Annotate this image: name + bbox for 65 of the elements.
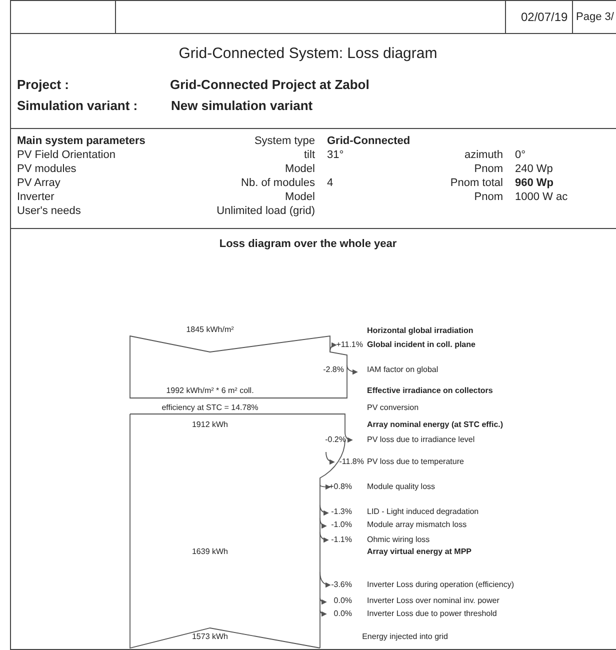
field-label: Pnom <box>474 192 503 203</box>
step-label: Energy injected into grid <box>362 633 448 641</box>
step-label: Ohmic wiring loss <box>367 536 430 544</box>
field-label: azimuth <box>464 150 503 161</box>
step-label: Inverter Loss due to power threshold <box>367 610 497 618</box>
loss-percent: 0.0% <box>334 597 352 605</box>
field-label: Nb. of modules <box>241 178 315 189</box>
step-label: Module quality loss <box>367 483 436 491</box>
field-label: Pnom total <box>450 178 503 189</box>
field-value: Grid-Connected Project at Zabol <box>170 78 370 91</box>
field-value: 960 Wp <box>515 178 554 189</box>
loss-percent: -1.1% <box>331 536 352 544</box>
field-value: Unlimited load (grid) <box>216 206 315 217</box>
step-label: LID - Light induced degradation <box>367 508 479 516</box>
date-text: 02/07/19 <box>521 11 568 23</box>
field-label: Model <box>285 192 315 203</box>
field-label: System type <box>254 136 315 147</box>
field-value: 0° <box>515 150 526 161</box>
field-label: Simulation variant : <box>17 99 138 112</box>
energy-value: 1912 kWh <box>192 421 228 429</box>
step-label: Array nominal energy (at STC effic.) <box>367 421 504 429</box>
field-value: Grid-Connected <box>327 136 410 147</box>
step-label: Inverter Loss during operation (efficiency) <box>367 581 514 589</box>
loss-percent: +11.1% <box>336 341 363 349</box>
step-label: Module array mismatch loss <box>367 521 467 529</box>
row-label: PV Array <box>17 178 60 189</box>
row-label: PV modules <box>17 164 76 175</box>
efficiency-value: efficiency at STC = 14.78% <box>162 404 258 412</box>
row-label: User's needs <box>17 206 81 217</box>
loss-percent: -0.2% <box>325 436 346 444</box>
loss-percent: -1.3% <box>331 508 352 516</box>
step-label: Horizontal global irradiation <box>367 327 474 335</box>
energy-value: 1639 kWh <box>192 548 228 556</box>
field-label: Project : <box>17 78 70 91</box>
field-value: 4 <box>327 178 334 189</box>
loss-percent: -2.8% <box>323 366 344 374</box>
step-label: Global incident in coll. plane <box>367 341 476 349</box>
loss-percent: -3.6% <box>331 581 352 589</box>
energy-value: 1992 kWh/m² * 6 m² coll. <box>166 387 254 395</box>
field-label: Model <box>285 164 315 175</box>
field-value: 1000 W ac <box>515 192 568 203</box>
row-label: Inverter <box>17 192 54 203</box>
section-heading: Main system parameters <box>17 136 146 147</box>
step-label: Inverter Loss over nominal inv. power <box>367 597 500 605</box>
row-label: PV Field Orientation <box>17 150 116 161</box>
page-number: Page 3/ <box>576 12 614 23</box>
field-label: Pnom <box>474 164 503 175</box>
loss-percent: -1.0% <box>331 521 352 529</box>
field-value: 31° <box>327 150 344 161</box>
loss-percent: +0.8% <box>329 483 352 491</box>
energy-value: 1845 kWh/m² <box>186 326 234 334</box>
loss-percent: 0.0% <box>334 610 352 618</box>
step-label: PV loss due to temperature <box>367 458 464 466</box>
step-label: PV conversion <box>367 404 419 412</box>
field-value: New simulation variant <box>171 99 313 112</box>
step-label: PV loss due to irradiance level <box>367 436 475 444</box>
energy-value: 1573 kWh <box>192 633 228 641</box>
field-label: tilt <box>304 150 315 161</box>
step-label: Array virtual energy at MPP <box>367 548 472 556</box>
step-label: IAM factor on global <box>367 366 438 374</box>
page-title: Grid-Connected System: Loss diagram <box>178 46 438 61</box>
step-label: Effective irradiance on collectors <box>367 387 493 395</box>
diagram-heading: Loss diagram over the whole year <box>219 239 397 250</box>
field-value: 240 Wp <box>515 164 553 175</box>
loss-percent: -11.8% <box>339 458 364 466</box>
